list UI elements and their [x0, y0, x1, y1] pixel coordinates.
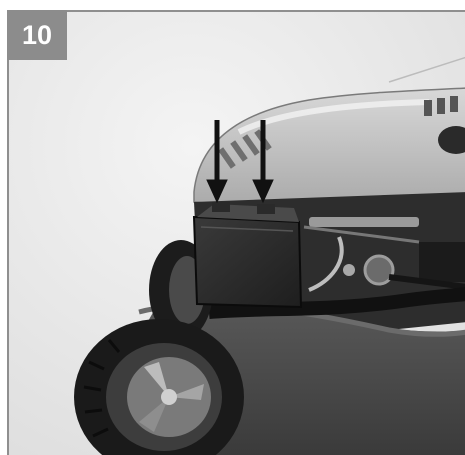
- hood-vents: [218, 96, 458, 169]
- photo-frame: [7, 10, 465, 455]
- air-filter-cover: [192, 202, 303, 309]
- step-number: 10: [21, 19, 53, 50]
- arrow-left: [206, 120, 228, 204]
- control-cable: [208, 287, 465, 319]
- engine-parts: [303, 217, 465, 292]
- arrow-right: [252, 120, 274, 204]
- hood-highlight: [237, 99, 430, 135]
- step-number-badge: 10: [7, 10, 67, 60]
- arrow-overlay: [206, 120, 274, 204]
- front-wheel: [74, 319, 244, 455]
- cable-line: [388, 56, 465, 83]
- fuel-cap: [438, 126, 465, 154]
